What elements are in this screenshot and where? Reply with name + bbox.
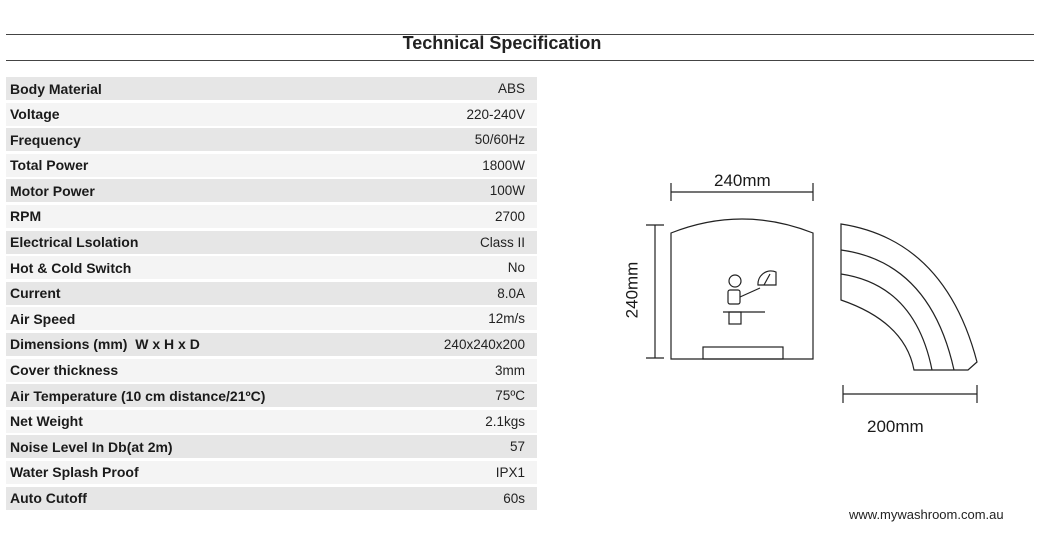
- spec-value: 1800W: [482, 157, 525, 173]
- spec-value: No: [507, 260, 525, 276]
- spec-value: Class II: [479, 234, 525, 250]
- spec-row-water-splash-proof: Water Splash Proof IPX1: [6, 460, 537, 484]
- spec-value: 2700: [494, 208, 525, 224]
- spec-row-air-speed: Air Speed 12m/s: [6, 307, 537, 331]
- spec-row-total-power: Total Power 1800W: [6, 153, 537, 177]
- spec-value: IPX1: [495, 464, 525, 480]
- spec-value: 3mm: [495, 362, 525, 378]
- spec-row-body-material: Body Material ABS: [6, 77, 537, 100]
- spec-row-rpm: RPM 2700: [6, 204, 537, 228]
- spec-label: Net Weight: [10, 413, 83, 430]
- spec-table: Body Material ABS Voltage 220-240V Frequ…: [6, 77, 537, 512]
- spec-label: Cover thickness: [10, 362, 119, 379]
- spec-label: Noise Level In Db(at 2m): [10, 438, 173, 455]
- spec-value: 220-240V: [466, 106, 525, 122]
- width-label: 240mm: [714, 171, 771, 190]
- spec-row-net-weight: Net Weight 2.1kgs: [6, 409, 537, 433]
- spec-value: 12m/s: [488, 311, 525, 327]
- spec-label: Current: [10, 285, 61, 302]
- spec-value: 50/60Hz: [474, 132, 525, 148]
- spec-row-auto-cutoff: Auto Cutoff 60s: [6, 486, 537, 510]
- website-url: www.mywashroom.com.au: [849, 507, 1004, 522]
- spec-label: Air Temperature (10 cm distance/21ºC): [10, 387, 266, 404]
- dryer-side-view: [840, 223, 978, 371]
- spec-label: Hot & Cold Switch: [10, 259, 132, 276]
- depth-label: 200mm: [867, 417, 924, 436]
- width-dimension-line: [670, 183, 814, 201]
- spec-label: Water Splash Proof: [10, 464, 139, 481]
- spec-value: 240x240x200: [443, 336, 525, 352]
- spec-row-dimensions: Dimensions (mm) W x H x D 240x240x200: [6, 332, 537, 356]
- top-rule: [6, 34, 1034, 35]
- spec-value: 75ºC: [495, 388, 525, 404]
- spec-row-noise-level: Noise Level In Db(at 2m) 57: [6, 435, 537, 459]
- spec-row-frequency: Frequency 50/60Hz: [6, 128, 537, 152]
- height-dimension-line: [646, 224, 664, 359]
- spec-label: RPM: [10, 208, 42, 225]
- spec-row-air-temperature: Air Temperature (10 cm distance/21ºC) 75…: [6, 384, 537, 408]
- spec-label: Auto Cutoff: [10, 490, 87, 506]
- spec-label: Voltage: [10, 106, 60, 123]
- spec-value: 100W: [489, 183, 525, 199]
- spec-row-hot-cold-switch: Hot & Cold Switch No: [6, 256, 537, 280]
- spec-label: Dimensions (mm) W x H x D: [10, 336, 200, 353]
- spec-label: Motor Power: [10, 182, 95, 199]
- dryer-front-view: [670, 218, 814, 360]
- title-underline: [6, 60, 1034, 61]
- spec-value: 8.0A: [497, 285, 525, 301]
- spec-label: Total Power: [10, 157, 89, 174]
- spec-row-cover-thickness: Cover thickness 3mm: [6, 358, 537, 382]
- spec-value: ABS: [497, 81, 525, 96]
- spec-value: 60s: [503, 490, 525, 506]
- spec-row-current: Current 8.0A: [6, 281, 537, 305]
- spec-value: 57: [509, 439, 525, 455]
- spec-label: Frequency: [10, 131, 81, 148]
- spec-row-voltage: Voltage 220-240V: [6, 102, 537, 126]
- spec-label: Body Material: [10, 80, 102, 97]
- page-title: Technical Specification: [402, 33, 602, 53]
- height-label: 240mm: [622, 261, 642, 319]
- spec-row-electrical-isolation: Electrical Lsolation Class II: [6, 230, 537, 254]
- spec-label: Electrical Lsolation: [10, 234, 139, 251]
- spec-row-motor-power: Motor Power 100W: [6, 179, 537, 203]
- spec-label: Air Speed: [10, 310, 76, 327]
- depth-dimension-line: [842, 385, 978, 403]
- spec-value: 2.1kgs: [485, 413, 525, 429]
